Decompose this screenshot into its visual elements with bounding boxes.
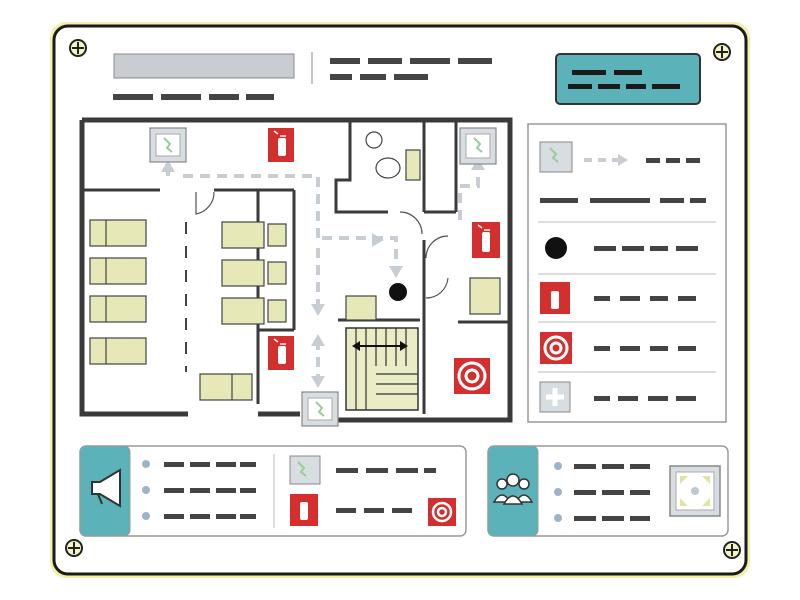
bed-group-middle xyxy=(221,221,287,325)
instructions-panel-left xyxy=(79,445,467,537)
screw-icon xyxy=(723,541,741,559)
exit-sign-icon xyxy=(289,455,321,485)
exit-sign-icon xyxy=(301,391,339,427)
cabinet xyxy=(469,277,501,315)
legend-item-exit xyxy=(539,141,700,173)
header-badge xyxy=(555,53,701,105)
table xyxy=(345,295,377,321)
legend-item-alarm xyxy=(540,332,696,364)
instructions-panel-right xyxy=(487,445,729,537)
header xyxy=(113,52,701,105)
fire-extinguisher-icon xyxy=(472,222,500,258)
fire-alarm-icon xyxy=(428,498,456,526)
fire-alarm-icon xyxy=(454,358,490,394)
assembly-point-sign-icon xyxy=(669,465,721,517)
legend-item-you-are-here xyxy=(545,237,698,259)
you-are-here-icon xyxy=(389,283,407,301)
screw-icon xyxy=(65,539,83,557)
legend-panel xyxy=(527,123,727,423)
legend-item-first-aid xyxy=(539,381,696,413)
fire-extinguisher-icon xyxy=(268,128,294,162)
exit-sign-icon xyxy=(149,127,187,163)
bed-group-left xyxy=(89,219,147,365)
fire-extinguisher-icon xyxy=(290,494,318,526)
floor-plan xyxy=(79,117,513,427)
desk xyxy=(199,373,253,401)
bullet-dot xyxy=(142,460,150,520)
assembly-point-icon xyxy=(492,473,534,505)
toilet-icon xyxy=(365,131,421,181)
screw-icon xyxy=(713,43,731,61)
exit-sign-icon xyxy=(459,127,497,165)
staircase xyxy=(345,327,419,411)
megaphone-icon xyxy=(91,468,121,508)
title-bar xyxy=(113,53,295,79)
bullet-dot xyxy=(554,462,562,522)
legend-item-route xyxy=(540,198,706,203)
header-text-lines xyxy=(113,58,492,100)
fire-extinguisher-icon xyxy=(268,336,294,370)
screw-icon xyxy=(69,39,87,57)
legend-item-extinguisher xyxy=(540,282,696,314)
